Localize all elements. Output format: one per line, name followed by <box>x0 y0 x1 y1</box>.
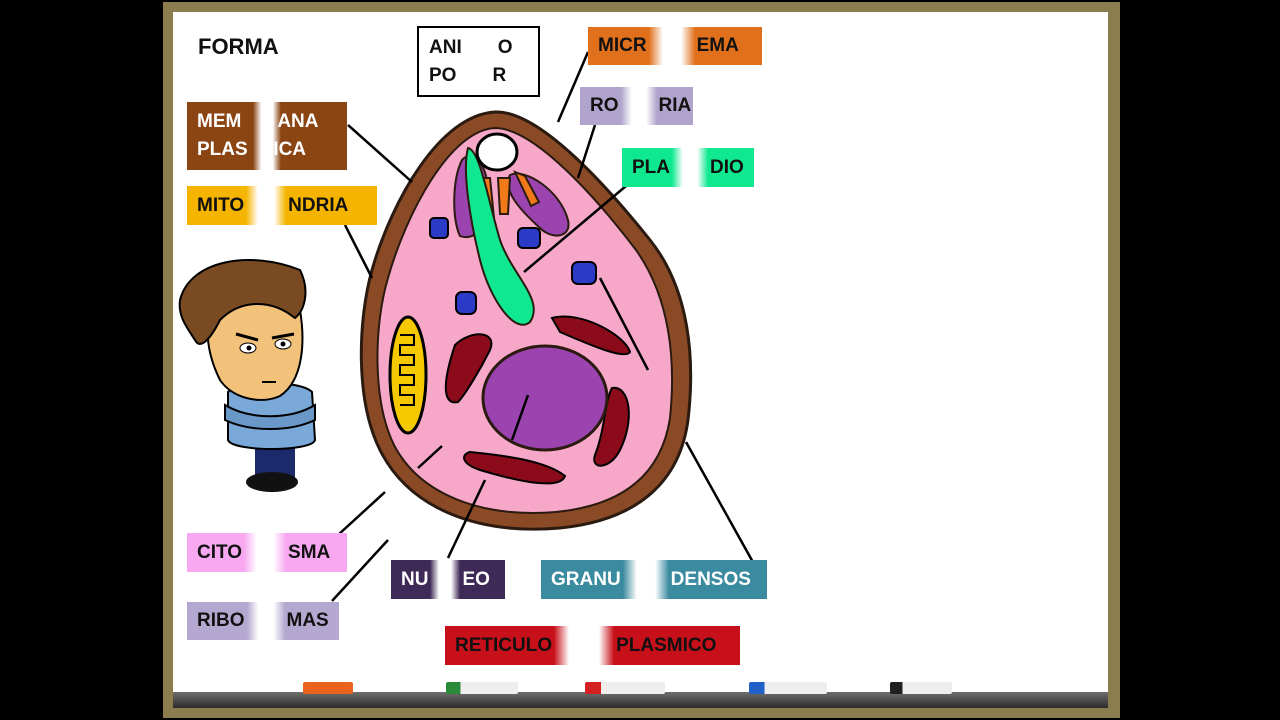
pointer-lines <box>331 51 756 602</box>
red-marker <box>585 682 665 694</box>
dense-granule <box>571 261 597 285</box>
marker-tray <box>173 692 1108 708</box>
dense-granule <box>455 291 477 315</box>
er-segment <box>550 315 632 356</box>
plastidio-organelle <box>464 146 535 326</box>
dense-granule <box>517 227 541 249</box>
cartoon-character-illustration <box>178 259 317 492</box>
orange-marker <box>303 682 353 694</box>
er-segment <box>463 450 567 485</box>
nucleus-organelle <box>481 344 609 452</box>
blue-marker <box>749 682 827 694</box>
dense-granule <box>429 217 449 239</box>
black-marker <box>890 682 952 694</box>
mitochondria-cristae <box>399 334 415 406</box>
er-segment <box>444 333 493 404</box>
page-title: FORMA <box>198 34 279 59</box>
green-marker <box>446 682 518 694</box>
anillo-polar-ring <box>475 132 519 172</box>
